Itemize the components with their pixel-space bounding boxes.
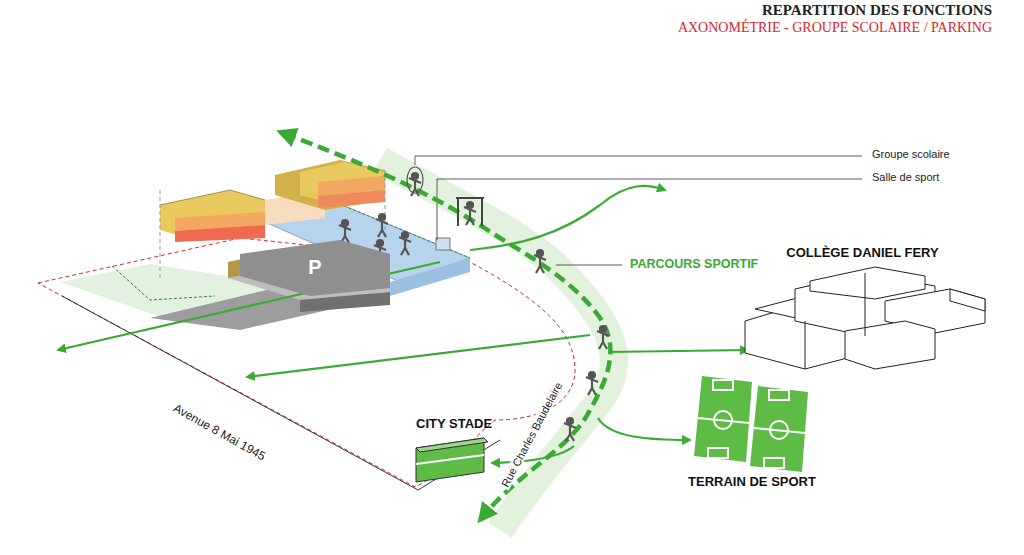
athlete-icon <box>376 214 388 237</box>
city-stade: CITY STADE <box>410 414 500 494</box>
parcours-path <box>280 132 610 520</box>
sport-fields <box>694 376 808 472</box>
equipment-box <box>436 238 450 250</box>
sport-field: TERRAIN DE SPORT <box>682 368 822 493</box>
node-label: P <box>308 256 321 279</box>
green-arrows <box>58 186 748 463</box>
parking-box: P <box>240 240 390 298</box>
callout-label: Salle de sport <box>870 171 941 183</box>
callout-label: Groupe scolaire <box>870 148 952 160</box>
node-label: CITY STADE <box>416 416 492 431</box>
title-block: REPARTITION DES FONCTIONSAXONOMÉTRIE - G… <box>678 2 992 36</box>
pullup-bar <box>456 198 484 226</box>
node-label: COLLÈGE DANIEL FERY <box>786 245 938 260</box>
athlete-icon <box>586 372 598 395</box>
athlete-icon <box>564 418 576 441</box>
athlete-icon <box>339 220 351 243</box>
street-name: Avenue 8 Mai 1945 <box>169 400 270 464</box>
athlete-icons <box>339 167 609 441</box>
node-label: TERRAIN DE SPORT <box>688 474 816 489</box>
athlete-icon <box>597 326 609 349</box>
leader-line <box>415 156 862 165</box>
school-blocks <box>160 160 385 242</box>
leader-line <box>556 265 622 266</box>
route-label: PARCOURS SPORTIF <box>628 257 760 271</box>
title: REPARTITION DES FONCTIONS <box>678 2 992 19</box>
college-building: COLLÈGE DANIEL FERY <box>735 243 990 355</box>
athlete-icon <box>534 250 546 273</box>
path-band <box>380 160 614 530</box>
college-building <box>745 267 985 369</box>
leader-line <box>437 179 862 240</box>
athlete-icon <box>464 202 476 225</box>
site-boundary <box>38 238 575 487</box>
dashed-zone <box>112 266 215 300</box>
caption: AXONOMÉTRIE - GROUPE SCOLAIRE / PARKING <box>678 20 992 36</box>
parking-slab-shape <box>240 240 390 296</box>
city-stade-court <box>416 438 488 482</box>
parking-slab <box>228 240 390 300</box>
athlete-icon <box>399 232 411 255</box>
